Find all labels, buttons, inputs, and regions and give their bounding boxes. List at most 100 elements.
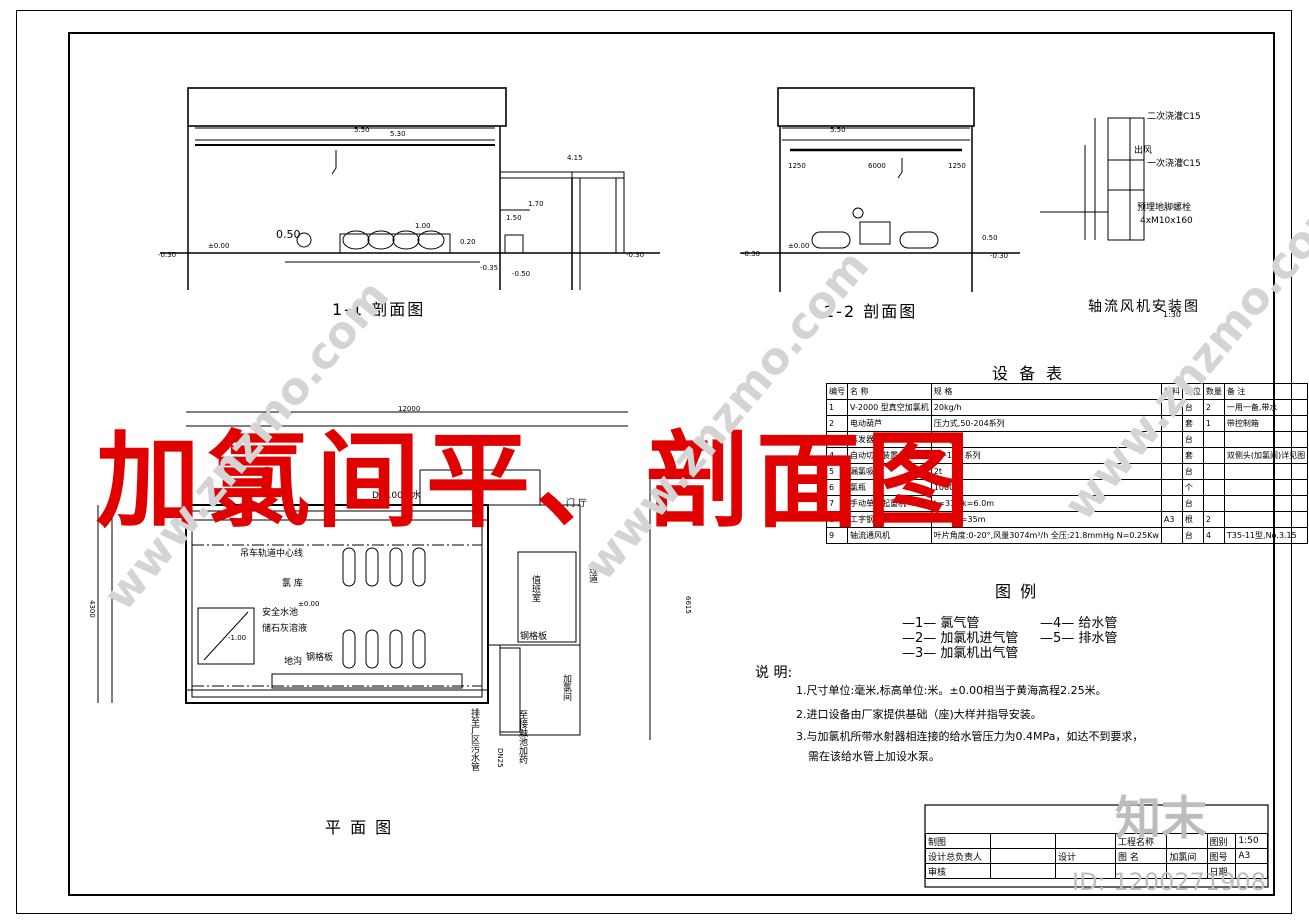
fan-label-bolt-size: 4xM10x160 xyxy=(1140,216,1193,226)
fan-label-pour1: 一次浇灌C15 xyxy=(1147,157,1201,169)
table-cell: 4 xyxy=(1202,527,1225,544)
table-cell: 台 xyxy=(1181,431,1204,448)
table-cell xyxy=(1160,479,1183,496)
tb-zhitu: 制图 xyxy=(925,833,991,849)
plan-crane-line: 吊车轨道中心线 xyxy=(240,547,303,559)
legend-item: —2— 加氯机进气管 xyxy=(902,631,1019,646)
table-cell: 1 xyxy=(1202,415,1225,432)
table-cell: 轴流通风机 xyxy=(847,527,932,544)
plan-level-store: ±0.00 xyxy=(298,600,319,608)
legend-label: 氯气管 xyxy=(940,616,980,631)
plan-width: 12000 xyxy=(398,405,420,413)
table-cell xyxy=(1223,463,1309,480)
watermark-id: ID: 1200271908 xyxy=(1072,868,1266,896)
fan-label-pour2: 二次浇灌C15 xyxy=(1147,110,1201,122)
table-cell xyxy=(1160,527,1183,544)
tb-sheji-fz: 设计总负责人 xyxy=(925,848,991,864)
plan-chlorine-store: 氯 库 xyxy=(282,577,303,589)
tb-tuhao: 图号 xyxy=(1206,848,1237,864)
plan-title: 平 面 图 xyxy=(325,818,394,837)
plan-chlorinator-room: 加氯间 xyxy=(561,674,572,702)
s11-elev-550: 5.50 xyxy=(354,126,370,134)
section-2-2-title: 2-2 剖面图 xyxy=(824,302,918,321)
fan-install-title: 轴流风机安装图 xyxy=(1088,299,1200,315)
legend-item: —5— 排水管 xyxy=(1040,631,1118,646)
plan-depth2: 6615 xyxy=(684,596,692,614)
fan-label-outlet: 出风 xyxy=(1134,144,1152,156)
note-2: 2.进口设备由厂家提供基础（座)大样并指导安装。 xyxy=(796,708,1042,721)
section-1-1-title: 1-1 剖面图 xyxy=(332,300,426,319)
s11-elev-100: 1.00 xyxy=(415,222,431,230)
s22-dim-1250a: 1250 xyxy=(788,162,806,170)
table-cell: T35-11型,No.3.15 xyxy=(1223,527,1309,544)
plan-drain-to: 排至厂区污水管 xyxy=(469,707,480,771)
s11-elev-020: 0.20 xyxy=(460,238,476,246)
table-cell: 个 xyxy=(1181,479,1204,496)
table-cell xyxy=(1202,447,1225,464)
table-cell: 叶片角度:0-20°,风量3074m³/h 全压:21.8mmHg N=0.25… xyxy=(930,527,1162,544)
legend-title: 图 例 xyxy=(995,582,1039,601)
plan-passage: 过道 xyxy=(587,564,598,584)
table-cell xyxy=(1202,431,1225,448)
plan-safety-pool: 安全水池 xyxy=(262,606,298,618)
tb-sheji: 设计 xyxy=(1055,848,1116,864)
plan-duty-room: 值班室 xyxy=(530,574,541,602)
tb-tubie: 图别 xyxy=(1206,833,1237,849)
legend-label: 加氯机进气管 xyxy=(940,631,1019,646)
legend-label: 加氯机出气管 xyxy=(940,646,1019,661)
table-cell: 带控制箱 xyxy=(1223,415,1309,432)
table-cell xyxy=(1160,447,1183,464)
note-3: 3.与加氯机所带水射器相连接的给水管压力为0.4MPa，如达不到要求， xyxy=(796,730,1144,743)
table-cell: 台 xyxy=(1181,527,1204,544)
tb-bili: 1:50 xyxy=(1235,833,1268,849)
s22-elev-m030: -0.30 xyxy=(742,250,760,258)
plan-level-pool: -1.00 xyxy=(228,634,246,642)
table-cell xyxy=(1223,479,1309,496)
note-1: 1.尺寸单位:毫米,标高单位:米。±0.00相当于黄海高程2.25米。 xyxy=(796,684,1107,697)
tb-tuming: 图 名 xyxy=(1114,848,1168,864)
plan-door-hall: 门 厅 xyxy=(566,497,587,509)
table-cell: A3 xyxy=(1160,511,1183,528)
plan-lime-solution: 储石灰溶液 xyxy=(262,622,307,634)
table-cell: 2 xyxy=(1202,399,1225,416)
s22-elev-m030b: -0.30 xyxy=(990,252,1008,260)
legend-item: —3— 加氯机出气管 xyxy=(902,646,1019,661)
table-cell: 台 xyxy=(1181,495,1204,512)
plan-to-pool: 至接触池加药 xyxy=(517,710,528,765)
table-cell: 双侧头(加氯间)详见图 xyxy=(1223,447,1309,464)
s11-elev-050: 0.50 xyxy=(276,228,301,241)
table-cell: 台 xyxy=(1181,463,1204,480)
s11-elev-m030b: -0.30 xyxy=(626,251,644,259)
notes-title: 说 明: xyxy=(755,665,793,681)
plan-trench: 地沟 xyxy=(284,655,302,667)
table-cell xyxy=(1223,495,1309,512)
table-cell xyxy=(1202,463,1225,480)
table-cell xyxy=(1202,479,1225,496)
table-cell xyxy=(1202,495,1225,512)
tb-riqi: 日期 xyxy=(1206,863,1237,879)
s11-elev-m050: -0.50 xyxy=(512,270,530,278)
fan-label-bolt: 预埋地脚螺栓 xyxy=(1137,201,1191,213)
fan-install-scale: 1:30 xyxy=(1163,310,1181,319)
s22-dim-6000: 6000 xyxy=(868,162,886,170)
table-cell xyxy=(1160,495,1183,512)
title-block: 制图 工程名称 图别 1:50 设计总负责人 设计 图 名 加氯间 图号 A3 … xyxy=(925,833,1268,879)
s11-elev-170: 1.70 xyxy=(528,200,544,208)
s11-elev-m030: -0.30 xyxy=(158,251,176,259)
plan-grating-2: 钢格板 xyxy=(520,630,547,642)
plan-dn100: DN100排水 xyxy=(372,489,421,501)
plan-dn25: DN25 xyxy=(496,748,504,768)
legend-label: 给水管 xyxy=(1078,616,1118,631)
main-title: 加氯间平、剖面图 xyxy=(96,419,977,542)
s22-elev-000: ±0.00 xyxy=(788,242,809,250)
table-cell: 套 xyxy=(1181,447,1204,464)
s11-elev-150: 1.50 xyxy=(506,214,522,222)
s11-elev-530: 5.30 xyxy=(390,130,406,138)
